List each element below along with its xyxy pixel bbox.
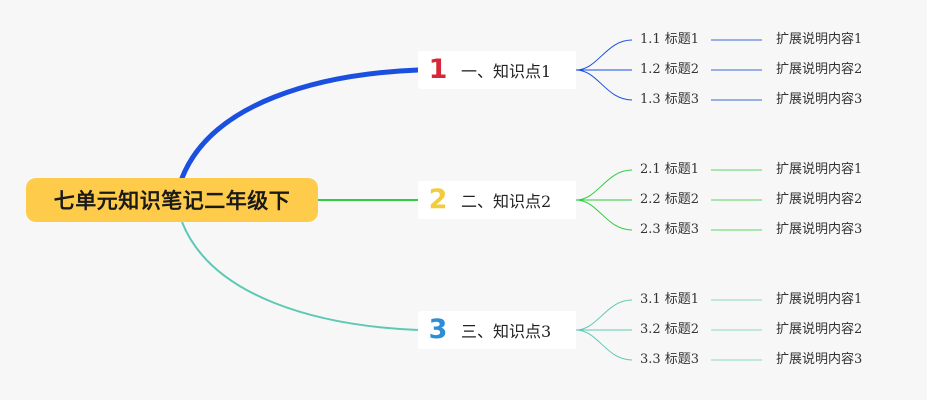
extension-1-2[interactable]: 扩展说明内容2 xyxy=(776,62,863,77)
branch-1-connector xyxy=(179,67,421,181)
number-3-icon: 3 xyxy=(428,314,448,345)
root-topic-label: 七单元知识笔记二年级下 xyxy=(53,189,291,213)
extension-1-3[interactable]: 扩展说明内容3 xyxy=(776,92,863,107)
root-topic[interactable]: 七单元知识笔记二年级下 xyxy=(26,178,318,222)
sub-connector-1-1 xyxy=(575,39,633,71)
subtopic-1-2[interactable]: 1.2 标题2 xyxy=(640,62,700,77)
subtopic-2-1[interactable]: 2.1 标题1 xyxy=(640,162,700,177)
subtopic-2-2[interactable]: 2.2 标题2 xyxy=(640,192,700,207)
sub-connector-3-3 xyxy=(575,329,633,361)
sub-connector-1-3 xyxy=(575,69,633,101)
extension-2-1[interactable]: 扩展说明内容1 xyxy=(776,162,863,177)
branch-topic-label: 二、知识点2 xyxy=(461,192,552,211)
branch-topic-3[interactable]: 3 三、知识点3 xyxy=(418,311,576,349)
extension-2-3[interactable]: 扩展说明内容3 xyxy=(776,222,863,237)
branch-topic-1[interactable]: 1 一、知识点1 xyxy=(418,51,576,89)
extension-1-1[interactable]: 扩展说明内容1 xyxy=(776,32,863,47)
branch-topic-2[interactable]: 2 二、知识点2 xyxy=(418,181,576,219)
sub-connector-2-3 xyxy=(575,199,633,231)
extension-3-2[interactable]: 扩展说明内容2 xyxy=(776,322,863,337)
subtopic-3-2[interactable]: 3.2 标题2 xyxy=(640,322,700,337)
subtopic-1-1[interactable]: 1.1 标题1 xyxy=(640,32,700,47)
branch-topic-label: 一、知识点1 xyxy=(461,62,552,81)
branch-3-connector xyxy=(181,221,419,331)
sub-connector-2-1 xyxy=(575,169,633,201)
extension-3-3[interactable]: 扩展说明内容3 xyxy=(776,352,863,367)
sub-connector-3-1 xyxy=(575,299,633,331)
number-2-icon: 2 xyxy=(428,184,448,215)
subtopic-1-3[interactable]: 1.3 标题3 xyxy=(640,92,700,107)
number-1-icon: 1 xyxy=(428,54,448,85)
subtopic-2-3[interactable]: 2.3 标题3 xyxy=(640,222,700,237)
extension-3-1[interactable]: 扩展说明内容1 xyxy=(776,292,863,307)
branch-topic-label: 三、知识点3 xyxy=(461,322,552,341)
subtopic-3-1[interactable]: 3.1 标题1 xyxy=(640,292,700,307)
subtopic-3-3[interactable]: 3.3 标题3 xyxy=(640,352,700,367)
extension-2-2[interactable]: 扩展说明内容2 xyxy=(776,192,863,207)
